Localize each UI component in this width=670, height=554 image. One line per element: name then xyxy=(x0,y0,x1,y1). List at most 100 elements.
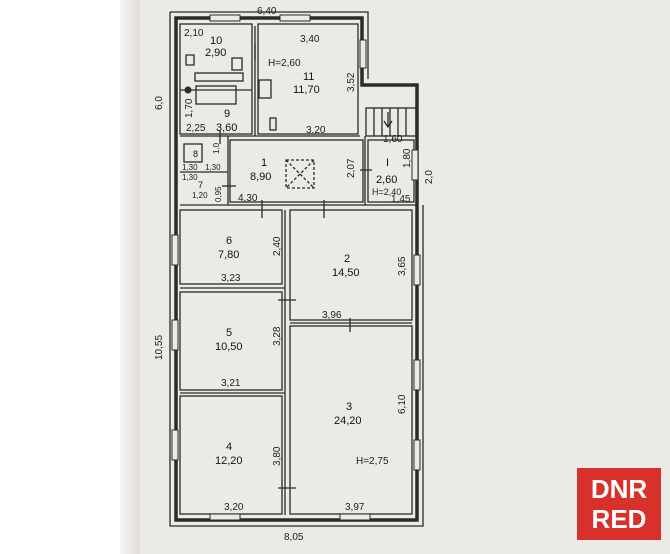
dim-left-upper: 6,0 xyxy=(154,96,165,110)
dim-r2-width: 3,96 xyxy=(322,310,342,321)
window xyxy=(413,254,421,286)
watermark-line2: RED xyxy=(591,504,647,534)
dim-rI-height: 1,80 xyxy=(402,148,413,168)
room-2-outline xyxy=(289,209,413,321)
dim-rI-top: 1,60 xyxy=(383,134,403,145)
boiler-icon xyxy=(231,57,243,71)
dimension-labels: 6,40 6,0 10,55 8,05 2,0 2,10 3,40 3,52 1… xyxy=(154,6,435,543)
room-9-number: 9 xyxy=(224,108,230,120)
window xyxy=(359,39,367,69)
room-6-area: 7,80 xyxy=(218,249,239,261)
window xyxy=(209,513,241,521)
dim-r3-width: 3,97 xyxy=(345,502,365,513)
dim-r7-b: 1,20 xyxy=(192,191,208,200)
room-10-area: 2,90 xyxy=(205,47,226,59)
room-3-number: 3 xyxy=(346,401,352,413)
height-main: H=2,75 xyxy=(356,456,389,467)
room-5-number: 5 xyxy=(226,327,232,339)
room-labels: 10 2,90 11 11,70 9 3,60 8 7 1 8,90 I 2,6… xyxy=(193,35,397,467)
dim-r6-width: 3,23 xyxy=(221,273,241,284)
window xyxy=(411,149,419,181)
room-4-number: 4 xyxy=(226,441,232,453)
stairs-hatch-icon xyxy=(285,159,315,189)
room-7-number: 7 xyxy=(198,180,203,190)
dim-r8-b: 1,30 xyxy=(205,163,221,172)
dim-r1-width: 4,30 xyxy=(238,193,258,204)
dim-r4-height: 3,80 xyxy=(272,446,283,466)
room-8-number: 8 xyxy=(193,149,198,159)
dim-r3-height: 6,10 xyxy=(397,394,408,414)
paper-edge-shadow xyxy=(120,0,140,554)
window xyxy=(209,14,241,22)
window xyxy=(413,439,421,471)
windows xyxy=(171,14,421,521)
dim-r10-width: 2,10 xyxy=(184,28,204,39)
dim-r5-height: 3,28 xyxy=(272,326,283,346)
dim-r2-height: 3,65 xyxy=(397,256,408,276)
entry-steps xyxy=(365,107,417,137)
room-6-number: 6 xyxy=(226,235,232,247)
room-1-outline xyxy=(229,139,364,203)
fixtures xyxy=(183,54,315,189)
room-3-area: 24,20 xyxy=(334,415,362,427)
dim-bottom-width: 8,05 xyxy=(284,532,304,543)
fridge-icon xyxy=(269,117,277,131)
watermark-logo: DNR RED xyxy=(577,468,661,540)
room-I-area: 2,60 xyxy=(376,174,397,186)
doors xyxy=(219,44,372,489)
room-11-area: 11,70 xyxy=(293,84,320,96)
dim-r6-height: 2,40 xyxy=(272,236,283,256)
height-kitchen: H=2,60 xyxy=(268,58,301,69)
dim-r11-height: 3,52 xyxy=(346,72,357,92)
entry-arrow-icon xyxy=(383,112,393,129)
window xyxy=(279,14,311,22)
room-5-outline xyxy=(179,291,283,391)
sink-icon xyxy=(185,54,195,66)
bath-icon xyxy=(195,85,237,105)
room-2-number: 2 xyxy=(344,253,350,265)
dim-r8-a: 1,30 xyxy=(182,163,198,172)
room-11-number: 11 xyxy=(303,71,314,83)
outer-wall-line xyxy=(169,11,424,527)
room-4-area: 12,20 xyxy=(215,455,243,467)
bathtub-icon xyxy=(194,72,244,82)
dim-r9-width: 2,25 xyxy=(186,123,206,134)
paper-sheet xyxy=(140,0,670,554)
window xyxy=(171,429,179,461)
dim-r11-width: 3,40 xyxy=(300,34,320,45)
dim-r5-width: 3,21 xyxy=(221,378,241,389)
steps-lines xyxy=(373,108,407,136)
room-5-area: 10,50 xyxy=(215,341,243,353)
dim-top-width: 6,40 xyxy=(257,6,277,17)
dim-r4-width: 3,20 xyxy=(224,502,244,513)
dim-r11-bottom: 3,20 xyxy=(306,125,326,136)
dim-r8-c: 1,0 xyxy=(212,142,221,154)
dim-r1-height: 2,07 xyxy=(346,158,357,178)
room-2-area: 14,50 xyxy=(332,267,360,279)
dim-r7-c: 0,95 xyxy=(214,186,223,202)
dim-entry-height: 2,0 xyxy=(424,170,435,184)
window xyxy=(171,319,179,351)
room-9-area: 3,60 xyxy=(216,122,237,134)
room-6-outline xyxy=(179,209,283,285)
window xyxy=(413,359,421,391)
interior-walls xyxy=(179,23,417,515)
dim-r7-a: 1,30 xyxy=(182,173,198,182)
room-11-outline xyxy=(257,23,359,135)
heater-icon xyxy=(184,86,192,94)
dim-rI-bottom: 1,45 xyxy=(391,194,411,205)
watermark-line1: DNR xyxy=(590,474,648,504)
stove-icon xyxy=(258,79,272,99)
toilet-icon xyxy=(183,143,203,163)
room-I-number: I xyxy=(386,157,389,169)
window xyxy=(171,234,179,266)
room-1-area: 8,90 xyxy=(250,171,271,183)
dim-left-lower: 10,55 xyxy=(154,335,165,360)
entry-porch xyxy=(365,107,417,137)
room-1-number: 1 xyxy=(261,157,267,169)
room-10-9-outline xyxy=(179,23,253,135)
height-entry: H=2,40 xyxy=(372,187,401,197)
dim-r9-height: 1,70 xyxy=(184,98,195,118)
window xyxy=(339,513,371,521)
